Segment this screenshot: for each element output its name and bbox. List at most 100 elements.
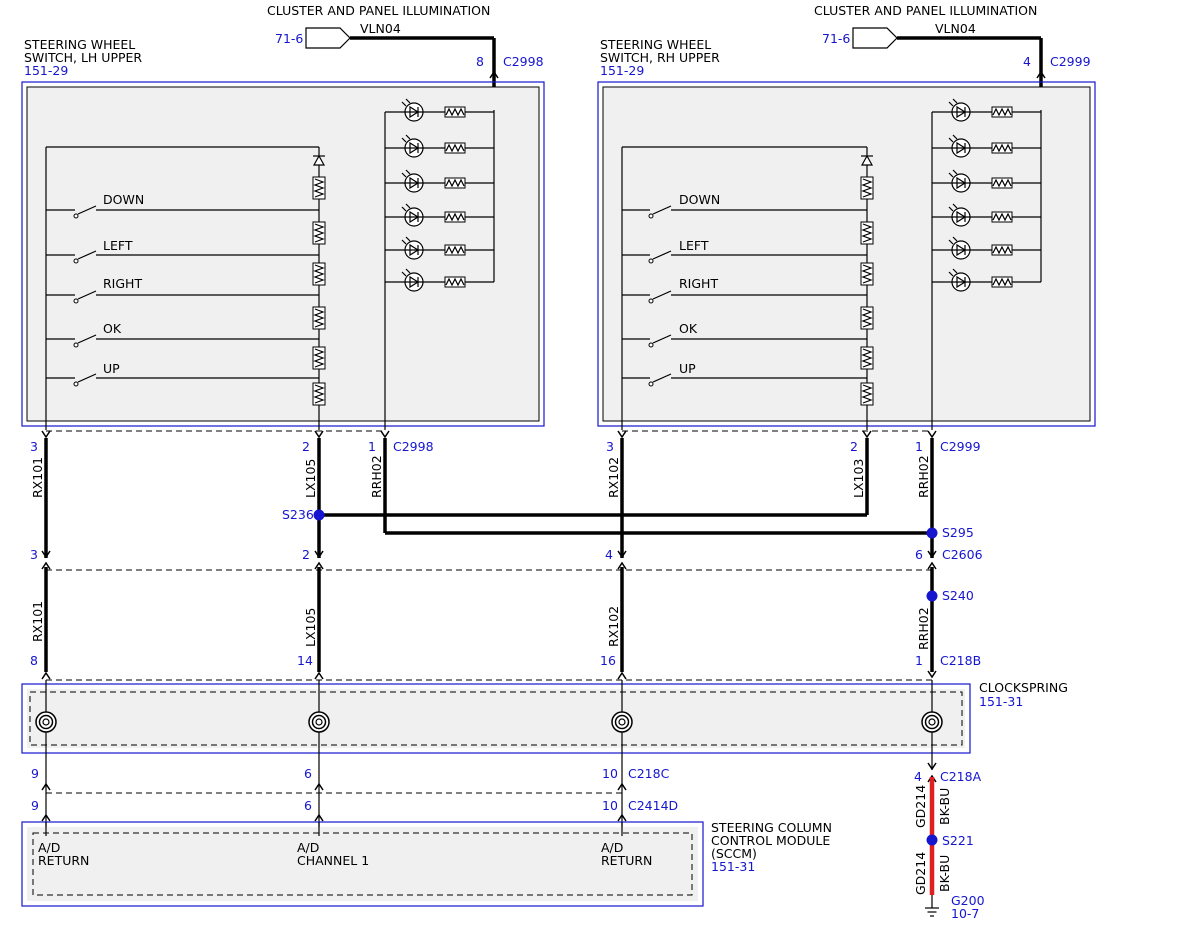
switch-row-down: DOWN <box>622 192 867 219</box>
illumination-connector-lh: C2998 <box>503 54 544 69</box>
pin-number: 3 <box>30 439 38 454</box>
top-connector-pins: 3 2 1 C2998 3 2 1 C2999 <box>30 430 981 454</box>
pin-number: 2 <box>302 547 310 562</box>
pin-number: 10 <box>602 798 618 813</box>
connector-c218b: 8 14 16 1 C218B <box>30 653 981 681</box>
clockspring-name: CLOCKSPRING <box>979 680 1068 695</box>
switch-rh-ref: 151-29 <box>600 63 644 78</box>
switch-row-left: LEFT <box>46 238 319 264</box>
switch-label-right: RIGHT <box>679 276 718 291</box>
mid-harness: RX101 LX105 RX102 RRH02 S240 <box>30 567 974 672</box>
sccm-pin-label: A/D <box>601 840 623 855</box>
connector-c2414d: 9 6 10 C2414D <box>31 798 678 822</box>
switch-label-down: DOWN <box>679 192 720 207</box>
wire-color-label: BK-BU <box>937 855 952 892</box>
sccm-pin-label: RETURN <box>601 853 652 868</box>
page-reference-arrow-icon <box>852 27 898 49</box>
pin-number: 14 <box>297 653 313 668</box>
sccm-name-1: STEERING COLUMN <box>711 820 832 835</box>
pin-number: 16 <box>600 653 616 668</box>
pin-number: 6 <box>304 766 312 781</box>
wire-label: RX101 <box>30 601 45 642</box>
illumination-ref-lh: 71-6 <box>275 31 303 46</box>
wire-label: GD214 <box>913 852 928 895</box>
pin-number: 8 <box>30 653 38 668</box>
pin-number: 2 <box>850 439 858 454</box>
switch-label-ok: OK <box>103 321 122 336</box>
clockspring: CLOCKSPRING 151-31 <box>21 680 1068 785</box>
splice-s295 <box>926 527 938 539</box>
switch-row-right: RIGHT <box>46 276 319 304</box>
wire-label: LX105 <box>303 608 318 647</box>
page-reference-arrow-icon <box>305 27 351 49</box>
sccm-name-3: (SCCM) <box>711 846 757 861</box>
connector-c218c: 9 6 10 C218C <box>31 766 670 830</box>
pin-number: 10 <box>602 766 618 781</box>
switch-row-right: RIGHT <box>622 276 867 304</box>
connector-label: C2414D <box>628 798 678 813</box>
splice-label-s221: S221 <box>942 833 974 848</box>
pin-number: 9 <box>31 766 39 781</box>
switch-row-ok: OK <box>46 321 319 348</box>
illumination-rh: CLUSTER AND PANEL ILLUMINATION 71-6 VLN0… <box>814 3 1091 110</box>
splice-label-s240: S240 <box>942 588 974 603</box>
clockspring-ref: 151-31 <box>979 694 1023 709</box>
clockspring-coil-icon <box>611 711 633 733</box>
illumination-title-lh: CLUSTER AND PANEL ILLUMINATION <box>267 3 490 18</box>
pin-number: 3 <box>606 439 614 454</box>
splice-s236 <box>313 509 325 521</box>
illumination-title-rh: CLUSTER AND PANEL ILLUMINATION <box>814 3 1037 18</box>
wire-label: RX102 <box>606 606 621 647</box>
pin-number: 9 <box>31 798 39 813</box>
upper-harness: RX101 LX105 RRH02 RX102 LX103 RRH02 S236… <box>30 438 974 558</box>
connector-label: C2999 <box>940 439 981 454</box>
wire-label: LX105 <box>303 459 318 498</box>
switch-label-up: UP <box>103 361 120 376</box>
splice-label-s295: S295 <box>942 525 974 540</box>
connector-label: C2998 <box>393 439 434 454</box>
ground-ref: 10-7 <box>951 906 979 921</box>
wire-label: RX101 <box>30 457 45 498</box>
switch-rh-name-2: SWITCH, RH UPPER <box>600 50 720 65</box>
switch-row-left: LEFT <box>622 238 867 264</box>
connector-c2606: 3 2 4 6 C2606 <box>30 547 983 571</box>
connector-label: C218B <box>940 653 981 668</box>
pin-number: 6 <box>915 547 923 562</box>
ground-name: G200 <box>951 893 985 908</box>
pin-number: 2 <box>302 439 310 454</box>
led-array <box>932 98 1041 292</box>
sccm-pin-label: RETURN <box>38 853 89 868</box>
switch-lh-name-2: SWITCH, LH UPPER <box>24 50 142 65</box>
pin-number: 4 <box>605 547 613 562</box>
connector-label: C218A <box>940 769 982 784</box>
illumination-pin-lh: 8 <box>476 54 484 69</box>
wire-label: RX102 <box>606 457 621 498</box>
clockspring-coil-icon <box>921 711 943 733</box>
wire-label: RRH02 <box>369 455 384 498</box>
ground-icon <box>925 895 939 917</box>
illumination-lh: CLUSTER AND PANEL ILLUMINATION 71-6 VLN0… <box>267 3 544 110</box>
pin-number: 1 <box>915 653 923 668</box>
illumination-wire-rh: VLN04 <box>935 21 976 36</box>
splice-s240 <box>926 590 938 602</box>
led-array <box>385 98 494 292</box>
switch-label-down: DOWN <box>103 192 144 207</box>
switch-row-up: UP <box>622 361 867 387</box>
pin-number: 4 <box>914 769 922 784</box>
switch-lh: STEERING WHEEL SWITCH, LH UPPER 151-29 D… <box>21 37 545 430</box>
switch-label-left: LEFT <box>679 238 709 253</box>
connector-label: C2606 <box>942 547 983 562</box>
switch-label-right: RIGHT <box>103 276 142 291</box>
sccm-name-2: CONTROL MODULE <box>711 833 830 848</box>
switch-rh-name-1: STEERING WHEEL <box>600 37 711 52</box>
switch-label-ok: OK <box>679 321 698 336</box>
illumination-wire-lh: VLN04 <box>360 21 401 36</box>
ground-path: 4 C218A S221 GD214 BK-BU GD214 BK-BU G20… <box>913 762 985 921</box>
illumination-pin-rh: 4 <box>1023 54 1031 69</box>
switch-label-left: LEFT <box>103 238 133 253</box>
switch-lh-name-1: STEERING WHEEL <box>24 37 135 52</box>
sccm-ref: 151-31 <box>711 859 755 874</box>
sccm-pin-label: A/D <box>38 840 60 855</box>
switch-row-ok: OK <box>622 321 867 348</box>
